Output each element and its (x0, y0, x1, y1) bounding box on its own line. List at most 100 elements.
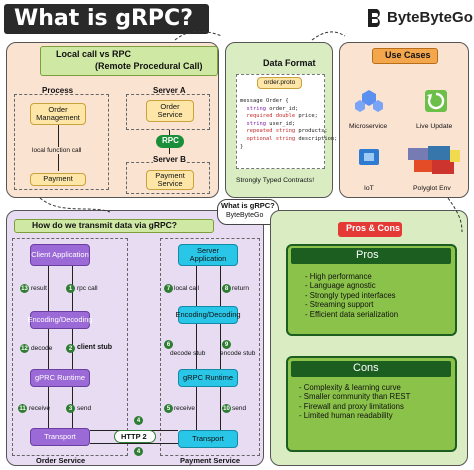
code-token: description; (295, 135, 338, 142)
code-line: repeated string products; (240, 128, 337, 136)
proto-code: message Order { string order_id; require… (240, 98, 337, 151)
use-case-polyglot: Polyglot Env (413, 185, 451, 192)
use-case-live-update: Live Update (416, 123, 453, 130)
server-application-box: Server Application (178, 244, 238, 266)
left-receive-label: receive (29, 405, 50, 412)
payment-box: Payment (30, 173, 86, 186)
step-badge: 10 (222, 404, 231, 413)
result-label: result (31, 285, 47, 292)
code-line: string user_id; (240, 121, 337, 129)
transmit-heading-box (14, 219, 214, 233)
local-call-step-label: local call (174, 285, 199, 292)
local-vs-rpc-heading-box (40, 46, 218, 76)
step-badge: 13 (20, 284, 29, 293)
right-down-arrow-2 (220, 324, 221, 369)
step-badge: 1 (66, 284, 75, 293)
bytebytego-logo-icon (366, 8, 384, 28)
pros-title: Pros (356, 249, 379, 261)
callout-title: What is gRPC? (221, 201, 275, 210)
code-token: user_id; (265, 120, 296, 127)
server-b-label: Server B (153, 155, 186, 164)
rpc-call-label: rpc call (77, 285, 98, 292)
code-line: required double price; (240, 113, 337, 121)
cons-title: Cons (353, 362, 379, 374)
right-transport-box: Transport (178, 430, 238, 448)
decode-label: decode (31, 345, 53, 352)
left-up-arrow-3 (48, 387, 49, 428)
code-token: } (240, 143, 244, 150)
pro-item: - High performance (305, 272, 372, 281)
con-item: - Firewall and proxy limitations (299, 401, 404, 411)
pro-item: - Language agnostic (305, 281, 376, 291)
payment-service-label: Payment Service (180, 456, 241, 465)
step-badge: 8 (222, 284, 231, 293)
use-case-iot: IoT (364, 185, 374, 192)
pros-list: - High performance- Language agnostic- S… (305, 272, 398, 319)
left-send-label: send (77, 405, 92, 412)
server-a-label: Server A (153, 86, 186, 95)
con-item: - Limited human readability (299, 411, 393, 421)
code-token: string (240, 120, 266, 127)
http2-link-bottom (90, 443, 178, 444)
right-up-arrow-3 (196, 387, 197, 430)
code-line: string order_id; (240, 106, 337, 114)
transmit-heading: How do we transmit data via gRPC? (32, 220, 177, 230)
data-format-heading: Data Format (263, 58, 316, 68)
order-service-label: Order Service (36, 456, 86, 465)
payment-service-box: Payment Service (146, 170, 194, 190)
code-token: string (240, 105, 266, 112)
step-badge: 9 (222, 340, 231, 349)
left-transport-box: Transport (30, 428, 90, 446)
right-send-label: send (232, 405, 247, 412)
strongly-typed-caption: Strongly Typed Contracts! (236, 177, 315, 184)
right-up-arrow-2 (196, 324, 197, 369)
local-vs-rpc-subheading: (Remote Procedural Call) (95, 61, 203, 71)
rpc-label: RPC (162, 136, 179, 145)
callout-brand: ByteByteGo (226, 212, 264, 219)
pro-item: - Efficient data serialization (305, 309, 399, 319)
order-management-box: Order Management (30, 103, 86, 125)
left-runtime-box: gPRC Runtime (30, 369, 90, 387)
encode-stub-label: encode stub (220, 350, 256, 357)
http2-pill (114, 430, 156, 443)
right-encoding-box: Encoding/Decoding (175, 306, 241, 324)
step-badge: 7 (164, 284, 173, 293)
brand-name: ByteByteGo (387, 9, 473, 26)
con-item: - Complexity & learning curve (299, 383, 401, 392)
local-vs-rpc-heading: Local call vs RPC (56, 49, 132, 59)
code-token: optional string (240, 135, 296, 142)
return-label: return (232, 285, 249, 292)
right-receive-label: receive (174, 405, 195, 412)
client-application-box: Client Application (30, 244, 90, 266)
step-badge: 12 (20, 344, 29, 353)
pros-cons-heading-box (338, 222, 402, 237)
use-cases-heading: Use Cases (385, 50, 431, 60)
decode-stub-label: decode stub (170, 350, 206, 357)
right-down-arrow-3 (220, 387, 221, 430)
client-stub-label: client stub (77, 344, 113, 351)
pros-title-box (291, 248, 451, 264)
right-up-arrow-1 (196, 266, 197, 306)
code-token: repeated string (240, 128, 296, 135)
step-badge: 6 (164, 340, 173, 349)
right-down-arrow-1 (220, 266, 221, 306)
left-up-arrow-2 (48, 329, 49, 369)
step-badge: 4 (134, 447, 143, 456)
page-title: What is gRPC? (14, 6, 193, 31)
code-token: required double (240, 113, 296, 120)
use-case-microservice: Microservice (349, 123, 388, 130)
code-token: price; (295, 113, 318, 120)
process-label: Process (42, 86, 74, 95)
microservice-icon (354, 88, 384, 116)
title-bar (4, 4, 209, 34)
step-badge: 4 (134, 416, 143, 425)
code-line: } (240, 144, 337, 152)
use-cases-heading-box (372, 48, 438, 64)
local-call-label: local function call (32, 147, 82, 154)
pros-cons-heading: Pros & Cons (346, 223, 401, 233)
callout-bubble (217, 199, 279, 225)
con-item: - Smaller community than REST (299, 392, 411, 402)
payment-service-dashed-box (160, 238, 260, 456)
iot-icon (356, 146, 382, 168)
